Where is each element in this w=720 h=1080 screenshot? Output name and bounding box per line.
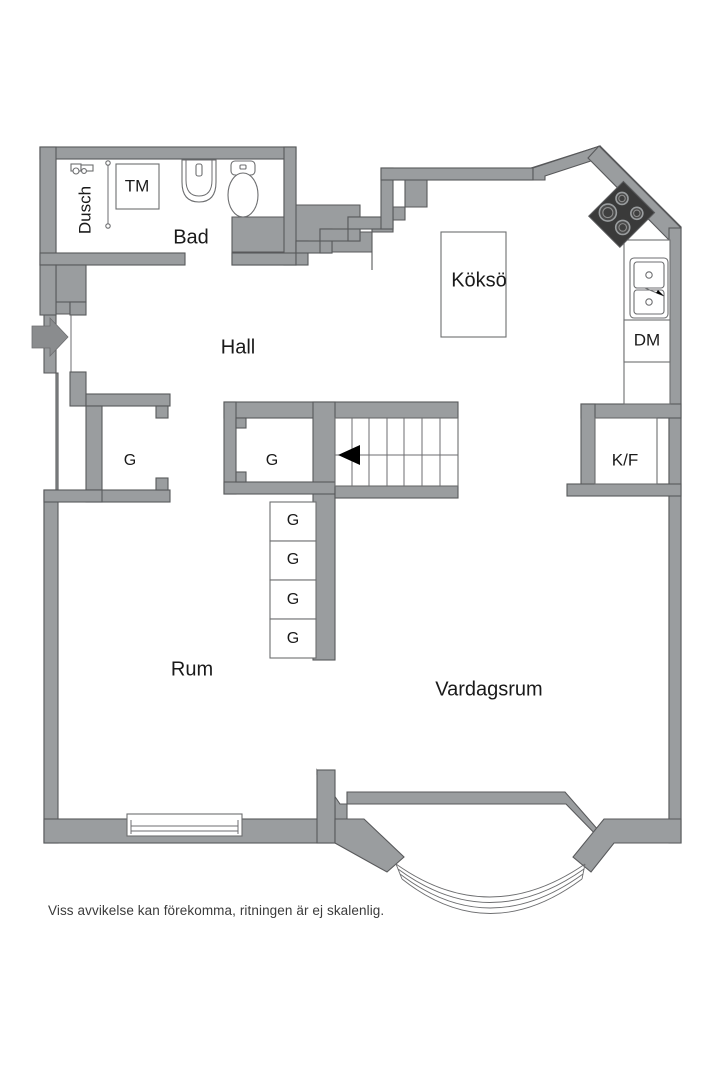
dishwasher-box: [623, 319, 671, 363]
room-label-bad: Bad: [173, 226, 209, 248]
wall-bay-right-angle: [572, 818, 682, 873]
wall-bathroom-right: [283, 146, 297, 266]
wall-bands: [39, 145, 682, 873]
washbasin-icon: [181, 159, 217, 203]
appliance-labels: TM DM K/F: [125, 176, 661, 469]
room-label-rum: Rum: [171, 658, 213, 680]
wall-left-bathroom: [39, 146, 57, 266]
closet-label-g-2: G: [287, 551, 299, 568]
appliance-label-tm: TM: [125, 176, 150, 195]
wall-top-center: [380, 167, 534, 181]
closet-label-g-left: G: [124, 452, 136, 469]
wall-rum-vardagsrum-divider: [316, 769, 336, 844]
closet-label-g-mid: G: [266, 452, 278, 469]
wall-left-exterior-lower: [43, 489, 59, 844]
wall-kf-bottom: [566, 483, 682, 497]
room-label-vardagsrum: Vardagsrum: [435, 678, 542, 700]
wall-hall-notch-top: [55, 264, 87, 303]
room-label-hall: Hall: [221, 336, 255, 358]
wall-top-left: [39, 146, 297, 160]
wall-hall-left-upper: [39, 264, 57, 316]
kitchen-sink-icon: [629, 257, 669, 319]
kitchen-island: [440, 231, 507, 338]
wall-nib-closet-left-bottom: [155, 477, 169, 491]
wall-step-a: [231, 252, 297, 266]
shower-head-dot: [105, 160, 111, 166]
closet-label-g-4: G: [287, 630, 299, 647]
wall-nib-closet-mid-top: [235, 417, 247, 429]
wall-hall-left-jamb-top: [69, 301, 87, 316]
wall-kitchen-bottom: [580, 403, 682, 419]
shower-mixer-icon: [70, 163, 94, 175]
closet-box-4: [269, 618, 317, 659]
kitchen-fixtures: [440, 180, 671, 485]
entrance-arrow: [31, 316, 69, 358]
wall-closet-left-outer: [85, 405, 103, 491]
closet-labels: G G G G G G: [124, 452, 299, 647]
wall-bay-left-angle: [334, 818, 405, 873]
wall-bathroom-bottom-left: [39, 252, 186, 266]
scale-disclaimer: Viss avvikelse kan förekomma, ritningen …: [48, 903, 385, 918]
stair-direction-arrow: [338, 445, 360, 465]
wall-closet-mid-left: [223, 401, 237, 495]
toilet-icon: [227, 160, 259, 218]
window-bottom-left: [126, 813, 243, 837]
closet-boxes: [269, 501, 317, 659]
wall-nib-closet-left-top: [155, 405, 169, 419]
wall-left-exterior-connect: [43, 489, 103, 503]
wall-hall-left-step: [85, 393, 171, 407]
bathroom-fixtures: [70, 159, 259, 229]
wall-stair-bottom: [334, 485, 459, 499]
closet-label-g-1: G: [287, 512, 299, 529]
wall-hall-left-lower: [69, 371, 87, 407]
shower-drain-dot: [105, 223, 111, 229]
appliance-label-kf: K/F: [612, 450, 638, 469]
wall-diagonal-corner: [532, 145, 601, 181]
washing-machine-box: [115, 163, 160, 210]
staircase: [334, 417, 459, 487]
wall-closet-mid-bottom: [223, 481, 336, 495]
wall-right-exterior: [668, 227, 682, 844]
wall-nib-closet-mid-bottom: [235, 471, 247, 483]
room-labels: Dusch Bad Hall Köksö Rum Vardagsrum: [75, 186, 542, 700]
wall-kf-left: [580, 403, 596, 495]
room-label-koekso: Köksö: [451, 269, 507, 291]
closet-label-g-3: G: [287, 591, 299, 608]
fridge-freezer-box: [594, 417, 658, 485]
curved-bay-window: [395, 863, 586, 914]
cooktop-icon: [587, 180, 656, 249]
wall-stair-top: [223, 401, 459, 419]
appliance-label-dm: DM: [634, 330, 660, 349]
closet-box-2: [269, 540, 317, 581]
room-label-dusch: Dusch: [75, 186, 94, 234]
